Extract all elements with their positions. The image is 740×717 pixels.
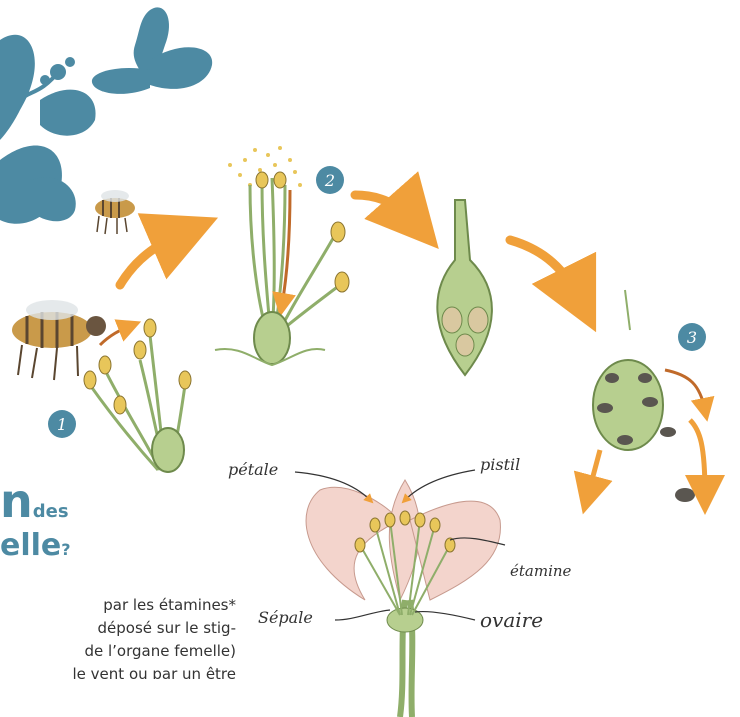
step-3-marker: 3: [678, 323, 706, 351]
heading-line1-fragment: n: [0, 474, 33, 528]
heading-line1-small: des: [33, 501, 69, 522]
ovary-cross-section: [437, 200, 492, 375]
label-sepale: Sépale: [258, 608, 313, 627]
bee-flying-icon: [95, 190, 135, 234]
arrow-seed-to-3: [510, 240, 580, 300]
section-heading: ndes: [0, 478, 69, 524]
step-2-marker: 2: [316, 166, 344, 194]
step-1-marker: 1: [48, 410, 76, 438]
heading-question-mark: ?: [61, 540, 70, 559]
body-line-1: par les étamines*: [0, 596, 236, 614]
label-pistil: pistil: [480, 455, 520, 474]
heading-line2-fragment: elle: [0, 528, 61, 563]
body-line-4: le vent ou par un être: [0, 665, 236, 679]
butterfly-silhouette: [92, 7, 212, 94]
flower-anatomy: [295, 470, 505, 717]
flower-stage-1: [84, 319, 191, 472]
body-line-2: déposé sur le stig-: [0, 619, 236, 637]
body-line-3: de l’organe femelle): [0, 642, 236, 660]
label-petale: pétale: [228, 460, 278, 479]
leader-pistil: [405, 470, 475, 500]
section-heading-line2: elle?: [0, 528, 71, 563]
label-ovaire: ovaire: [480, 608, 543, 632]
arrow-1-to-2: [120, 232, 185, 285]
bee-landing-icon: [12, 300, 106, 380]
label-etamine: étamine: [510, 562, 571, 580]
fruit-stage-3: [588, 290, 705, 502]
leader-sepale: [335, 610, 390, 620]
leader-ovaire: [415, 612, 475, 620]
arrow-2-to-seed: [355, 195, 415, 222]
decorative-plant-silhouette: [0, 35, 96, 224]
